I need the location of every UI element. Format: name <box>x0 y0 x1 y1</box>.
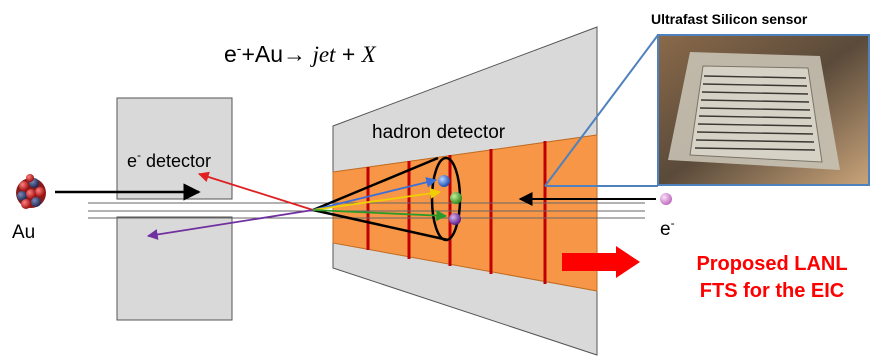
proposal-line-2: FTS for the EIC <box>700 280 844 302</box>
e-detector-lower-box <box>116 216 233 321</box>
proposal-arrow <box>562 246 640 278</box>
callout-line-top <box>544 34 659 187</box>
reaction-formula: e-+Au→ jet + X <box>224 40 377 67</box>
track-yellow <box>312 188 442 211</box>
hadron-green <box>450 192 462 204</box>
track-purple <box>146 209 314 240</box>
electron-icon <box>660 193 672 205</box>
au-nucleus-icon <box>16 174 46 209</box>
ultrafast-silicon-sensor-photo <box>657 34 870 186</box>
proposal-line-1: Proposed LANL <box>696 253 847 275</box>
hadron-blue <box>438 175 450 187</box>
e-detector-upper-box <box>116 97 233 200</box>
e-detector-label: e- detector <box>127 148 211 171</box>
electron-label: e- <box>660 216 675 240</box>
sensor-title: Ultrafast Silicon sensor <box>651 11 808 27</box>
jet-cone-edges <box>312 156 449 242</box>
hadron-detector-label: hadron detector <box>372 122 506 143</box>
au-label: Au <box>12 222 35 243</box>
track-blue <box>312 177 438 211</box>
track-red <box>197 171 314 211</box>
hadron-purple <box>449 213 461 225</box>
track-green <box>312 209 448 221</box>
